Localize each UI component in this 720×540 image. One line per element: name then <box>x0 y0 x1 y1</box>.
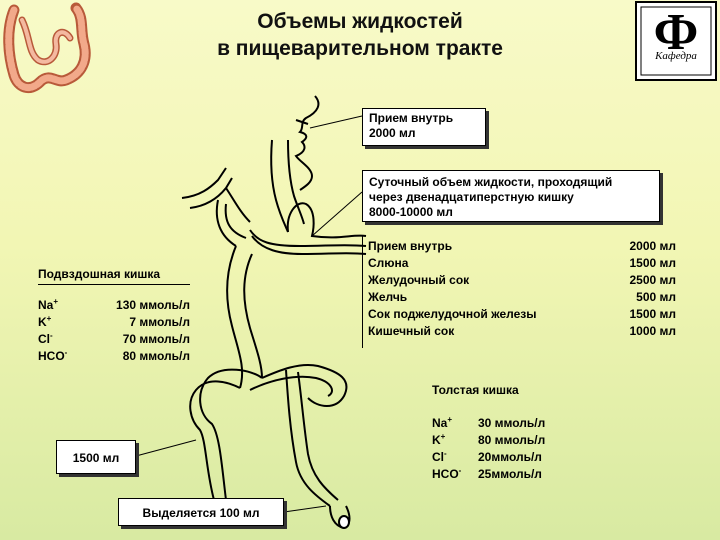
title-line-2: в пищеварительном тракте <box>217 37 503 60</box>
ileum-ion-row: Na+130 ммоль/л <box>38 297 190 313</box>
callout-lines <box>135 115 363 513</box>
ileum-ion-row: K+7 ммоль/л <box>38 314 190 330</box>
intake-line-1: Прием внутрь <box>369 111 454 125</box>
intestine-illustration <box>3 2 91 94</box>
colon-ion-row: HCO-25ммоль/л <box>432 466 542 482</box>
intake-box: Прием внутрь 2000 мл <box>362 108 486 146</box>
head-outline <box>294 95 320 191</box>
page-title: Объемы жидкостей в пищеварительном тракт… <box>150 8 570 62</box>
ileum-ion-row: Cl-70 ммоль/л <box>38 331 190 347</box>
title-line-1: Объемы жидкостей <box>257 10 463 33</box>
esophagus <box>270 139 305 233</box>
rectum-end <box>338 515 350 529</box>
stomach <box>249 202 367 256</box>
sources-bracket <box>362 236 363 348</box>
excreted-box: Выделяется 100 мл <box>118 498 284 526</box>
colon-block: Толстая кишка Na+30 ммоль/л K+80 ммоль/л… <box>432 382 572 483</box>
colon-ion-row: K+80 ммоль/л <box>432 432 546 448</box>
colon-ion-row: Na+30 ммоль/л <box>432 415 546 431</box>
duodenum-line-3: 8000-10000 мл <box>369 205 453 219</box>
duodenum-line-2: через двенадцатиперстную кишку <box>369 190 574 204</box>
colon-volume-box: 1500 мл <box>56 440 136 474</box>
bile-duct <box>181 167 251 247</box>
duodenum-box: Суточный объем жидкости, проходящий чере… <box>362 170 660 222</box>
ileum-block: Подвздошная кишка Na+130 ммоль/л K+7 ммо… <box>38 266 190 365</box>
ileum-title: Подвздошная кишка <box>38 267 161 281</box>
small-intestine <box>189 245 351 530</box>
ileum-underline <box>38 284 190 285</box>
intake-line-2: 2000 мл <box>369 126 416 140</box>
colon-title: Толстая кишка <box>432 383 519 397</box>
colon-ion-row: Cl-20ммоль/л <box>432 449 542 465</box>
ileum-ion-row: HCO-80 ммоль/л <box>38 348 190 364</box>
logo <box>635 1 717 81</box>
duodenum-line-1: Суточный объем жидкости, проходящий <box>369 175 613 189</box>
logo-text: Кафедра <box>643 50 709 62</box>
